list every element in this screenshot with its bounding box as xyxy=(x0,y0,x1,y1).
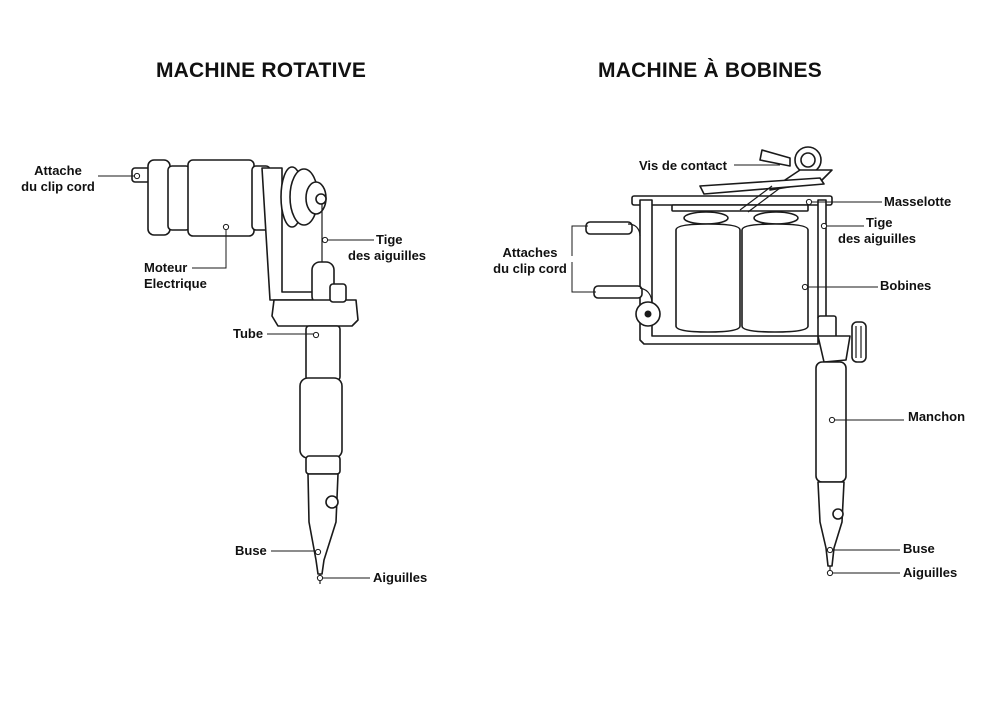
coil-coils-label: Bobines xyxy=(880,278,931,293)
coil-clip-cord-label-line1: Attaches xyxy=(503,245,558,260)
rotary-clip-cord-label-line1: Attache xyxy=(34,163,82,178)
rotary-leader-lines xyxy=(98,172,374,582)
rotary-needles-label: Aiguilles xyxy=(373,570,427,585)
coil-armature-bar-label: Masselotte xyxy=(884,194,951,209)
rotary-clip-cord-label-line2: du clip cord xyxy=(21,179,95,194)
rotary-tube-label: Tube xyxy=(233,326,263,341)
coil-needle-bar-label-line2: des aiguilles xyxy=(838,231,916,246)
coil-labels: Vis de contact Masselotte Tige des aigui… xyxy=(493,158,965,580)
coil-needles-label: Aiguilles xyxy=(903,565,957,580)
rotary-labels: Attache du clip cord Moteur Electrique T… xyxy=(21,163,427,585)
rotary-needle-bar-label-line2: des aiguilles xyxy=(348,248,426,263)
coil-machine-title: MACHINE À BOBINES xyxy=(598,59,822,82)
coil-leader-lines xyxy=(571,164,904,577)
coil-machine-illustration xyxy=(585,146,867,576)
coil-clip-cord-label-line2: du clip cord xyxy=(493,261,567,276)
rotary-tip-label: Buse xyxy=(235,543,267,558)
rotary-machine-illustration xyxy=(131,159,359,584)
rotary-needle-bar-label-line1: Tige xyxy=(376,232,403,247)
rotary-motor-label-line2: Electrique xyxy=(144,276,207,291)
coil-needle-bar-label-line1: Tige xyxy=(866,215,893,230)
rotary-machine-title: MACHINE ROTATIVE xyxy=(156,59,366,82)
coil-tip-label: Buse xyxy=(903,541,935,556)
coil-contact-screw-label: Vis de contact xyxy=(639,158,728,173)
rotary-motor-label-line1: Moteur xyxy=(144,260,187,275)
coil-grip-label: Manchon xyxy=(908,409,965,424)
